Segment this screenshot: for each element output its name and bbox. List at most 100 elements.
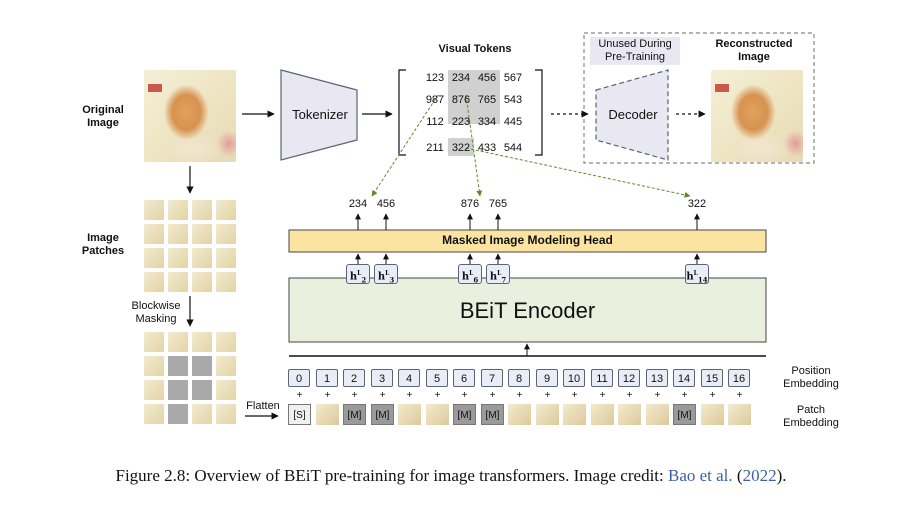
unused-region <box>583 32 815 164</box>
photo-tag-icon <box>148 84 162 92</box>
image-patch <box>144 248 164 268</box>
position-token: 15 <box>701 369 723 387</box>
image-patch <box>216 356 236 376</box>
image-patch <box>168 200 188 220</box>
image-patch <box>144 200 164 220</box>
patch-embedding <box>536 404 559 425</box>
patch-embedding <box>508 404 531 425</box>
image-patch <box>144 224 164 244</box>
image-patch <box>192 200 212 220</box>
plus-sign: + <box>709 390 716 401</box>
image-patch <box>216 272 236 292</box>
image-patch <box>192 404 212 424</box>
tokenizer-label: Tokenizer <box>292 107 348 122</box>
masked-patch-grid <box>144 332 238 426</box>
token-cell: 112 <box>426 116 444 128</box>
plus-sign: + <box>736 390 743 401</box>
predicted-token: 876 <box>460 198 480 210</box>
token-cell: 765 <box>477 94 497 106</box>
token-cell: 223 <box>451 116 471 128</box>
token-cell: 211 <box>426 142 444 154</box>
hidden-state-box: hL3 <box>374 264 398 284</box>
token-cell: 445 <box>503 116 523 128</box>
cls-token: [S] <box>288 404 311 425</box>
position-token: 13 <box>646 369 668 387</box>
plus-sign: + <box>626 390 633 401</box>
token-cell: 876 <box>451 94 471 106</box>
image-patch <box>144 404 164 424</box>
mim-head-label: Masked Image Modeling Head <box>442 233 613 247</box>
decoder-label: Decoder <box>608 107 658 122</box>
position-token: 1 <box>316 369 338 387</box>
position-token: 12 <box>618 369 640 387</box>
token-cell: 433 <box>477 142 497 154</box>
patch-embedding <box>728 404 751 425</box>
plus-sign: + <box>516 390 523 401</box>
position-token: 10 <box>563 369 585 387</box>
image-patch <box>168 224 188 244</box>
masked-patch <box>168 356 188 376</box>
image-patch <box>168 332 188 352</box>
masked-patch <box>192 380 212 400</box>
image-patch <box>144 332 164 352</box>
token-cell: 567 <box>503 72 523 84</box>
mim-head-box <box>288 229 767 253</box>
flatten-label: Flatten <box>246 400 280 412</box>
position-token: 11 <box>591 369 613 387</box>
mask-token: [M] <box>673 404 696 425</box>
position-token: 7 <box>481 369 503 387</box>
encoder-label: BEiT Encoder <box>459 298 596 323</box>
masked-patch <box>168 380 188 400</box>
token-cell: 334 <box>477 116 497 128</box>
position-token: 5 <box>426 369 448 387</box>
token-cell: 123 <box>425 72 445 84</box>
predicted-token: 234 <box>348 198 368 210</box>
masked-patch <box>192 356 212 376</box>
patch-embedding <box>591 404 614 425</box>
position-token: 14 <box>673 369 695 387</box>
patch-grid <box>144 200 238 294</box>
plus-sign: + <box>599 390 606 401</box>
token-cell: 234 <box>451 72 471 84</box>
hidden-state-box: hL7 <box>486 264 510 284</box>
plus-sign: + <box>654 390 661 401</box>
position-token: 3 <box>371 369 393 387</box>
image-patch <box>216 404 236 424</box>
image-patch <box>192 332 212 352</box>
image-patch <box>216 248 236 268</box>
image-patch <box>168 248 188 268</box>
position-token: 2 <box>343 369 365 387</box>
image-patch <box>144 380 164 400</box>
image-patch <box>192 272 212 292</box>
plus-sign: + <box>379 390 386 401</box>
plus-sign: + <box>406 390 413 401</box>
original-image <box>144 70 236 162</box>
plus-sign: + <box>489 390 496 401</box>
citation-link[interactable]: Bao et al. <box>667 466 733 485</box>
visual-tokens-title: Visual Tokens <box>438 43 512 55</box>
hidden-state-box: hL2 <box>346 264 370 284</box>
plus-sign: + <box>461 390 468 401</box>
patch-embedding <box>398 404 421 425</box>
image-patch <box>216 200 236 220</box>
patch-embedding <box>563 404 586 425</box>
image-patch <box>216 224 236 244</box>
position-token: 6 <box>453 369 475 387</box>
image-patch <box>144 272 164 292</box>
plus-sign: + <box>296 390 303 401</box>
citation-year-link[interactable]: 2022 <box>742 466 777 485</box>
patch-embedding <box>426 404 449 425</box>
patch-embedding <box>618 404 641 425</box>
token-cell: 543 <box>503 94 523 106</box>
encoder-box <box>288 277 767 343</box>
token-cell: 987 <box>425 94 445 106</box>
token-cell: 544 <box>503 142 523 154</box>
image-patch <box>144 356 164 376</box>
